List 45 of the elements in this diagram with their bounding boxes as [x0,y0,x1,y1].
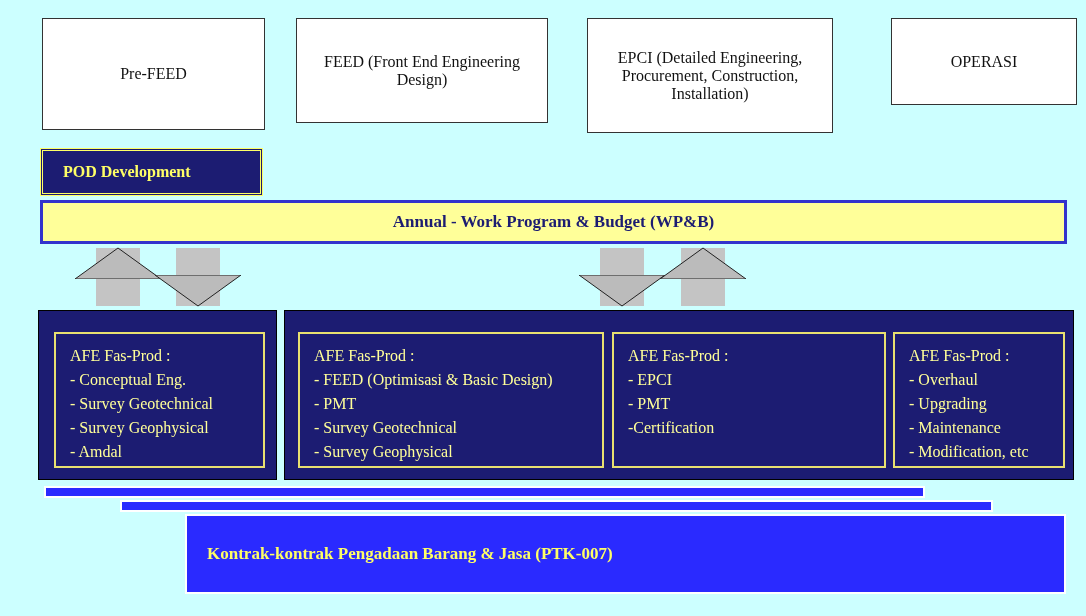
stage-box [296,18,548,123]
node-label: POD Development [63,163,192,181]
block-arrow [154,248,242,307]
afe-list-item: -Certification [628,418,716,438]
afe-list-item: - PMT [314,394,358,414]
afe-list-item: - Overhaul [909,370,979,390]
node-label: Kontrak-kontrak Pengadaan Barang & Jasa (PTK-007) [207,544,614,564]
afe-list-item: - Maintenance [909,418,1002,438]
banner-background [44,486,925,498]
afe-list-item: - EPCI [628,370,673,390]
banner-background [120,500,993,512]
stage-box [891,18,1077,105]
node-label: Annual - Work Program & Budget (WP&B) [391,212,716,232]
afe-box [893,332,1065,468]
node-label: FEED (Front End Engineering Design) [323,52,521,89]
afe-list-item: - Amdal [70,442,123,462]
stage-box [42,18,265,130]
node-label: EPCI (Detailed Engineering, Procurement, Construction, Installation) [616,48,804,103]
panel-background [38,310,277,480]
afe-list-item: - FEED (Optimisasi & Basic Design) [314,370,554,391]
afe-list-item: - Survey Geotechnical [314,418,459,439]
afe-list-item: - Survey Geotechnical [70,394,215,415]
contract-banner [185,514,1066,594]
afe-box [54,332,265,468]
block-arrow [659,247,747,306]
phase-box [40,148,263,196]
budget-bar [40,200,1067,244]
afe-box [298,332,604,468]
node-label: Pre-FEED [119,65,188,83]
afe-heading: AFE Fas-Prod : [314,346,416,366]
afe-heading: AFE Fas-Prod : [909,346,1011,366]
afe-box [612,332,886,468]
afe-list-item: - Modification, etc [909,442,1030,462]
afe-list-item: - Conceptual Eng. [70,370,187,391]
node-label: OPERASI [949,52,1019,71]
afe-heading: AFE Fas-Prod : [628,346,730,366]
afe-list-item: - Upgrading [909,394,988,415]
stage-box [587,18,833,133]
afe-heading: AFE Fas-Prod : [70,346,172,366]
panel-background [284,310,1074,480]
block-arrow [74,247,162,306]
afe-list-item: - Survey Geophysical [70,418,210,439]
afe-list-item: - PMT [628,394,672,414]
afe-list-item: - Survey Geophysical [314,442,454,463]
block-arrow [578,248,666,307]
